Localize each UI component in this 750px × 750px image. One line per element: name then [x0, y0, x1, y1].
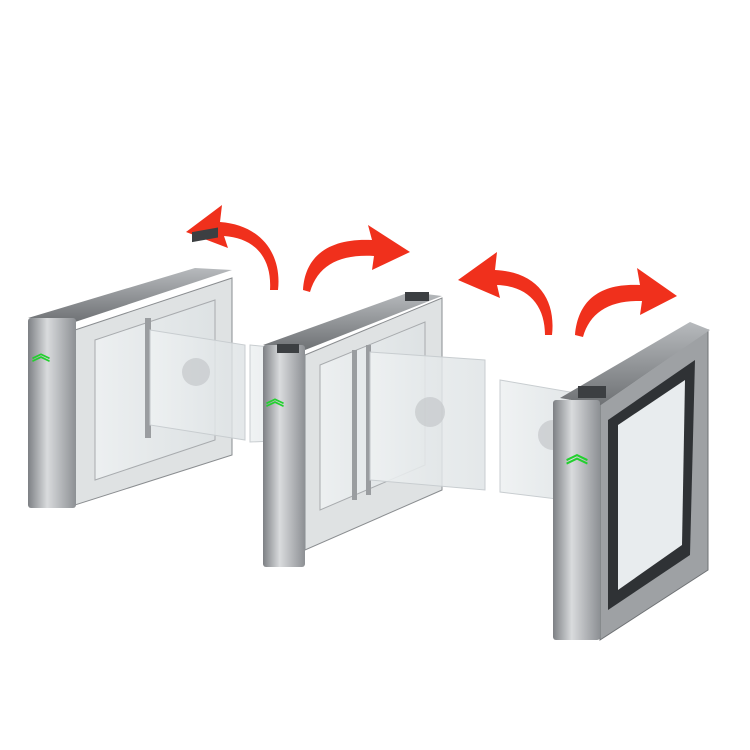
- card-reader-icon: [405, 292, 429, 301]
- swing-arrow-icon: [303, 225, 410, 292]
- pass-chevron-icon: ︽: [32, 344, 50, 364]
- card-reader-icon: [192, 227, 218, 243]
- pass-chevron-icon: ︽: [566, 442, 588, 467]
- card-reader-icon: [578, 386, 606, 398]
- swing-arrow-icon: [575, 268, 677, 337]
- swing-arrow-icon: [458, 252, 553, 335]
- swing-arrow-icon: [186, 205, 279, 290]
- right-gate-cabinet: ︽: [553, 322, 710, 641]
- card-reader-icon: [277, 344, 299, 353]
- pass-chevron-icon: ︽: [266, 389, 284, 409]
